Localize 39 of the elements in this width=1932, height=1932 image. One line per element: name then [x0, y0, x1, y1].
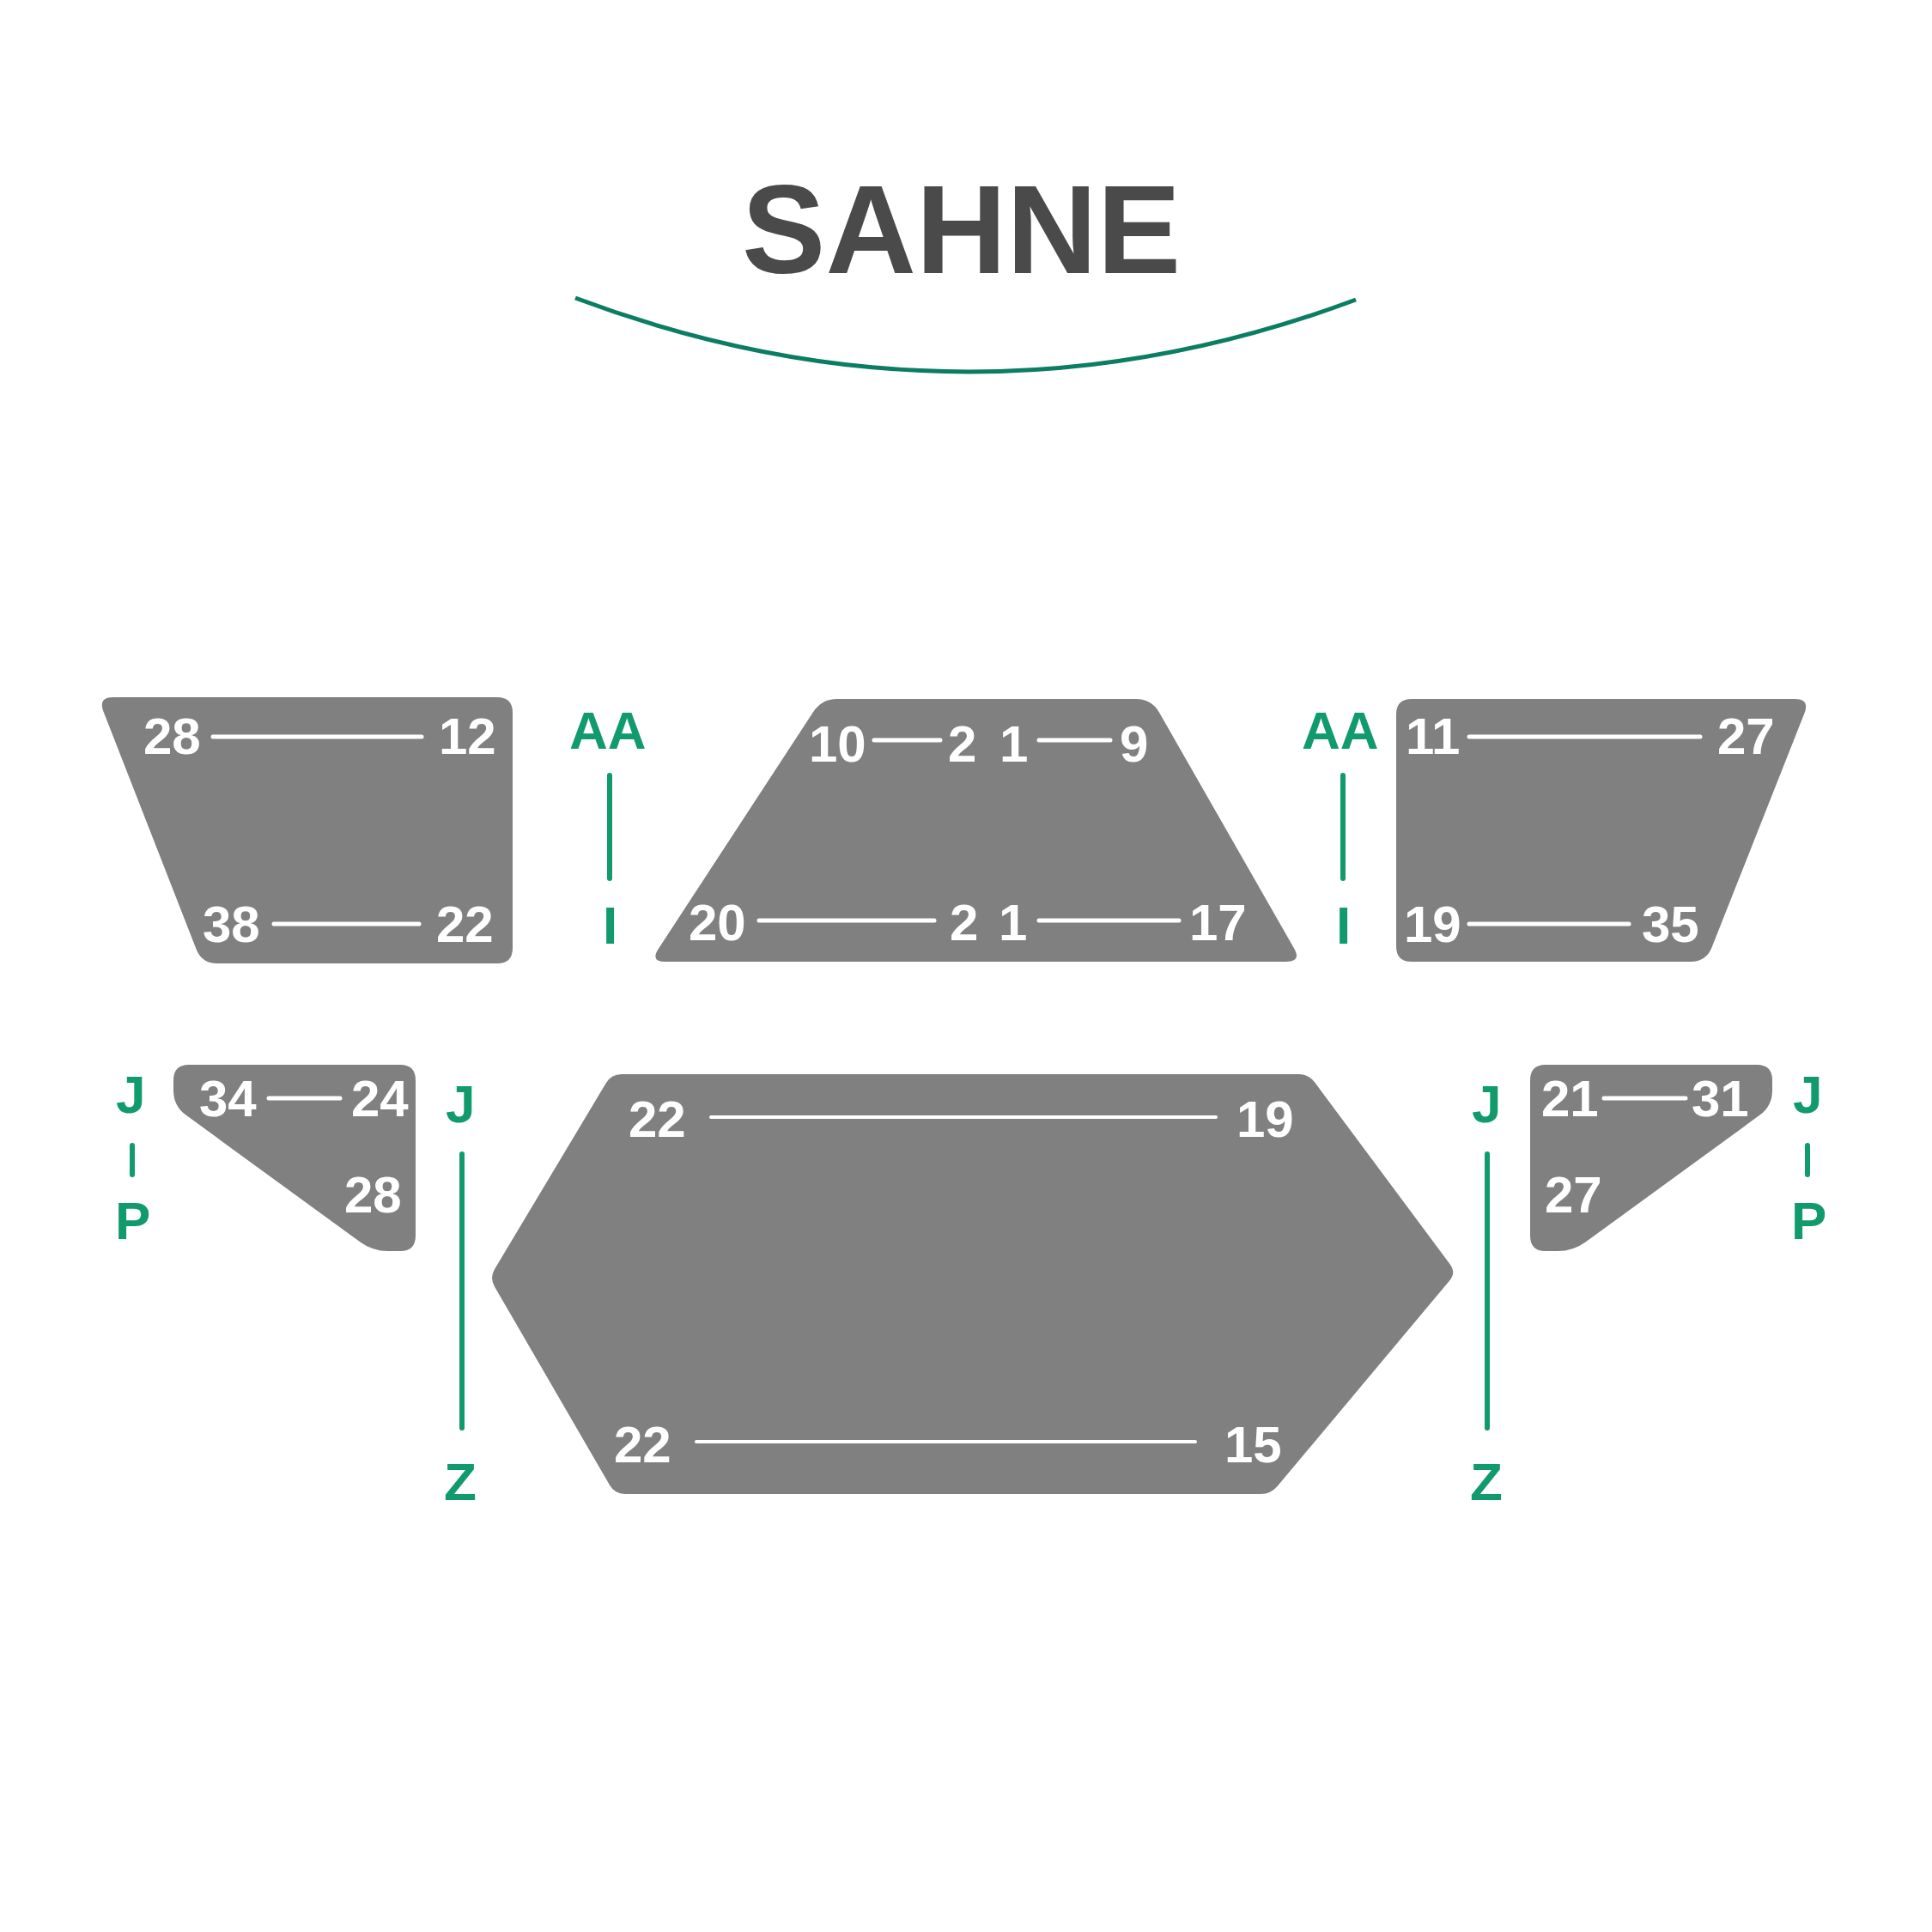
seat-number: 35: [1642, 899, 1699, 951]
row-label: P: [1791, 1194, 1827, 1248]
seat-number: 20: [689, 897, 746, 949]
row-label: AA: [1302, 704, 1379, 757]
row-label: J: [1793, 1068, 1823, 1121]
row-label: J: [446, 1078, 476, 1131]
seat-number: 10: [809, 719, 866, 770]
row-label: AA: [569, 704, 647, 757]
seat-number: 24: [351, 1073, 409, 1125]
seat-number: 19: [1404, 899, 1461, 951]
seat-number: 22: [629, 1094, 686, 1145]
row-label: J: [1472, 1078, 1502, 1131]
row-label: Z: [1470, 1455, 1503, 1509]
row-label: J: [116, 1068, 146, 1121]
seat-number: 19: [1236, 1094, 1294, 1145]
seat-number: 11: [1406, 711, 1461, 762]
row-label: I: [1336, 899, 1352, 952]
row-label: Z: [444, 1455, 477, 1509]
seat-number: 38: [203, 899, 260, 951]
seat-number: 28: [344, 1170, 402, 1221]
seat-number: 9: [1120, 719, 1149, 770]
seat-number: 17: [1189, 897, 1247, 949]
seat-number: 22: [614, 1419, 671, 1471]
seat-number: 34: [199, 1073, 257, 1125]
seat-number: 28: [143, 711, 201, 762]
seat-number: 21: [1541, 1073, 1599, 1125]
row-label: P: [115, 1194, 151, 1248]
seat-number: 22: [436, 899, 494, 951]
stage-title: SAHNE: [742, 167, 1182, 293]
seat-number: 1: [999, 897, 1028, 949]
seat-number: 31: [1692, 1073, 1749, 1125]
seat-number: 2: [948, 719, 977, 770]
seat-number: 12: [439, 711, 496, 762]
seat-number: 2: [950, 897, 979, 949]
seat-number: 1: [999, 719, 1029, 770]
seat-number: 15: [1224, 1419, 1282, 1471]
seat-number: 27: [1717, 711, 1775, 762]
row-label: I: [603, 899, 618, 952]
seat-number: 27: [1545, 1170, 1602, 1221]
